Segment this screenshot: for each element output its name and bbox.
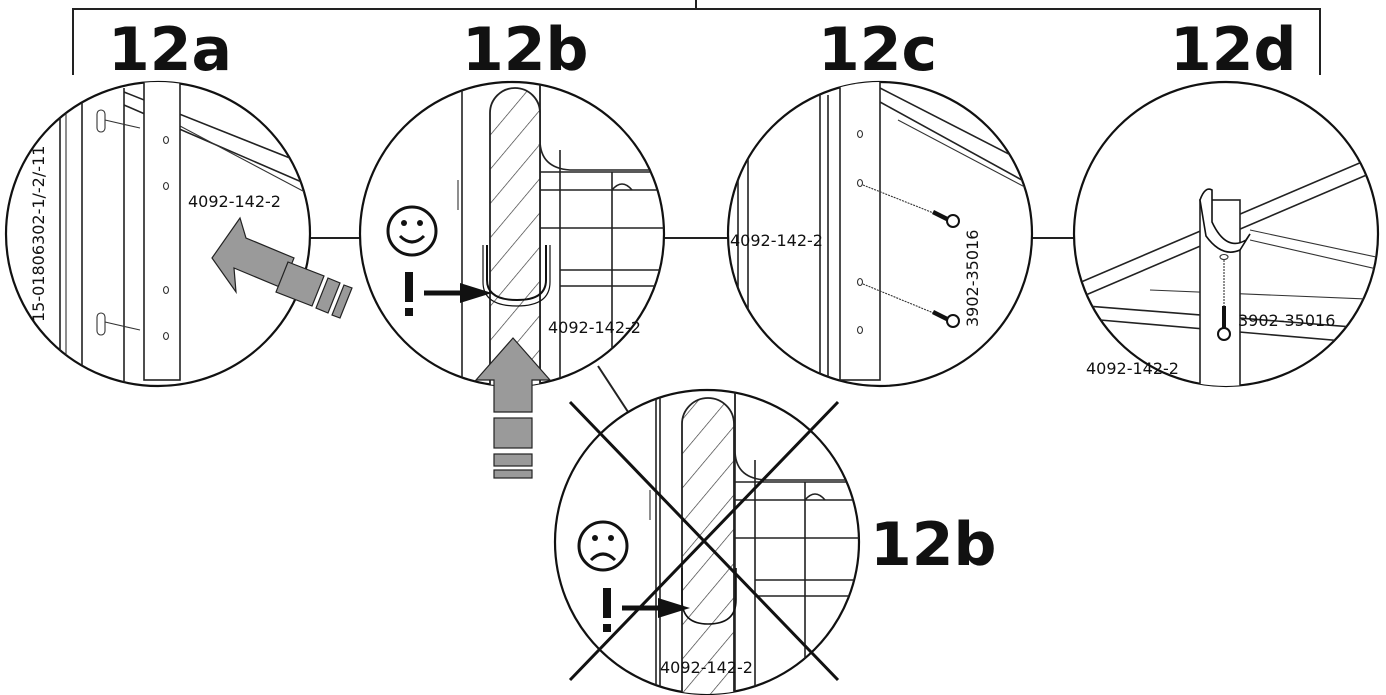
pointer-arrow-12b-wrong [622, 598, 690, 618]
part-label-12a-side: 15-01806302-1/-2/-11 [29, 146, 48, 322]
step-label-12b-wrong: 12b [870, 510, 996, 580]
step-label-12a: 12a [108, 15, 232, 85]
part-label-12b-main: 4092-142-2 [548, 318, 641, 337]
connector-lines [308, 237, 1076, 419]
smiley-face-icon [386, 205, 438, 257]
part-label-12d-main: 4092-142-2 [1086, 359, 1179, 378]
step-label-12b: 12b [462, 15, 588, 85]
part-label-12b-wrong-main: 4092-142-2 [660, 658, 753, 677]
push-arrow-icon-12b [474, 337, 552, 479]
screw-icon-12c-top [932, 210, 960, 228]
header-bracket [72, 0, 1321, 75]
pointer-arrow-12b [424, 283, 492, 303]
push-arrow-icon-12a [211, 216, 353, 319]
exclamation-icon-12b [405, 272, 413, 316]
detail-circle-12a: 4092-142-2 15-01806302-1/-2/-11 [4, 80, 312, 388]
detail-circle-12b: 4092-142-2 [358, 80, 666, 388]
part-label-12d-screw: 3902-35016 [1238, 311, 1335, 330]
part-label-12a-main: 4092-142-2 [188, 192, 281, 211]
frowning-face-icon [577, 520, 629, 572]
detail-circle-12c: 4092-142-2 3902-35016 [726, 80, 1034, 388]
part-label-12c-main: 4092-142-2 [730, 231, 823, 250]
detail-circle-12d: 3902-35016 4092-142-2 [1072, 80, 1380, 388]
step-label-12c: 12c [818, 15, 937, 85]
screw-icon-12d [1217, 306, 1231, 341]
part-label-12c-screw: 3902-35016 [963, 230, 982, 327]
exclamation-icon-12b-wrong [603, 588, 611, 632]
cross-out-mark [568, 400, 840, 682]
step-label-12d: 12d [1170, 15, 1296, 85]
screw-icon-12c-bottom [932, 310, 960, 328]
